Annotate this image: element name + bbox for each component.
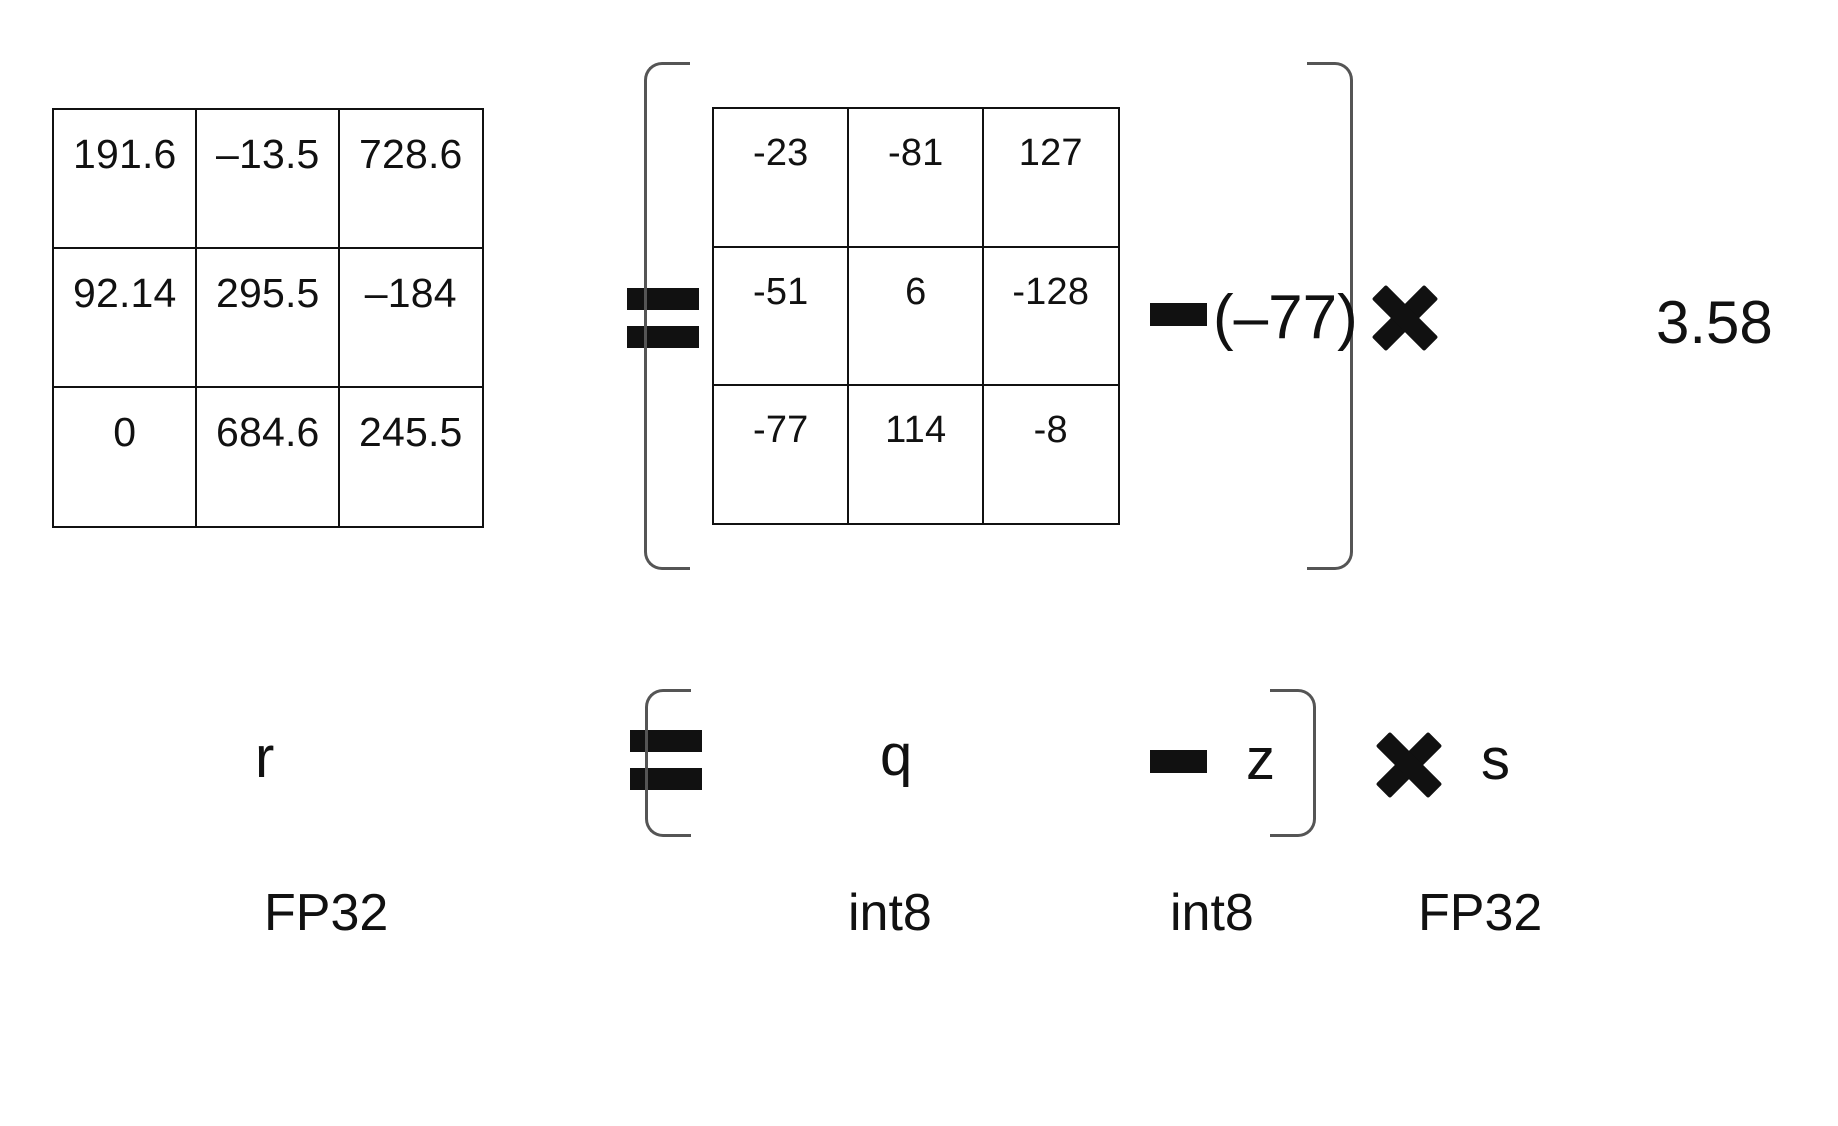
matrix-q-cell-0-2: 127 [982, 107, 1120, 249]
dtype-z: int8 [1170, 884, 1254, 942]
multiply-icon [1374, 287, 1436, 349]
symbol-r: r [255, 725, 275, 790]
open-bracket-icon [644, 62, 690, 570]
minus-icon [1150, 303, 1207, 326]
zero-point-value: (–77) [1213, 283, 1358, 352]
close-bracket-icon-symbolic [1270, 689, 1316, 837]
symbol-z: z [1246, 727, 1275, 792]
matrix-q-cell-1-0: -51 [712, 246, 850, 387]
matrix-r-cell-2-1: 684.6 [195, 386, 341, 528]
close-bracket-icon [1307, 62, 1353, 570]
matrix-q-cell-1-1: 6 [847, 246, 985, 387]
matrix-r-cell-1-1: 295.5 [195, 247, 341, 389]
dtype-s: FP32 [1418, 884, 1543, 942]
symbol-s: s [1481, 727, 1510, 792]
matrix-r-cell-1-0: 92.14 [52, 247, 198, 389]
scale-value: 3.58 [1656, 289, 1773, 356]
matrix-q-cell-0-1: -81 [847, 107, 985, 249]
matrix-r-cell-2-2: 245.5 [338, 386, 484, 528]
equals-icon-symbolic [630, 730, 702, 790]
matrix-q-values: -23 -81 127 -51 6 -128 -77 114 -8 [712, 107, 1120, 525]
matrix-q-cell-0-0: -23 [712, 107, 850, 249]
open-bracket-icon-symbolic [645, 689, 691, 837]
matrix-r-cell-0-0: 191.6 [52, 108, 198, 250]
matrix-r-cell-0-2: 728.6 [338, 108, 484, 250]
matrix-q-cell-2-2: -8 [982, 384, 1120, 525]
matrix-r-cell-1-2: –184 [338, 247, 484, 389]
matrix-r-cell-0-1: –13.5 [195, 108, 341, 250]
dtype-q: int8 [848, 884, 932, 942]
minus-icon-symbolic [1150, 750, 1207, 773]
symbol-q: q [880, 723, 913, 788]
matrix-r-values: 191.6 –13.5 728.6 92.14 295.5 –184 0 684… [52, 108, 484, 528]
multiply-icon-symbolic [1378, 734, 1440, 796]
dtype-r: FP32 [264, 884, 389, 942]
matrix-q-cell-1-2: -128 [982, 246, 1120, 387]
matrix-q-cell-2-0: -77 [712, 384, 850, 525]
matrix-q-cell-2-1: 114 [847, 384, 985, 525]
matrix-r-cell-2-0: 0 [52, 386, 198, 528]
